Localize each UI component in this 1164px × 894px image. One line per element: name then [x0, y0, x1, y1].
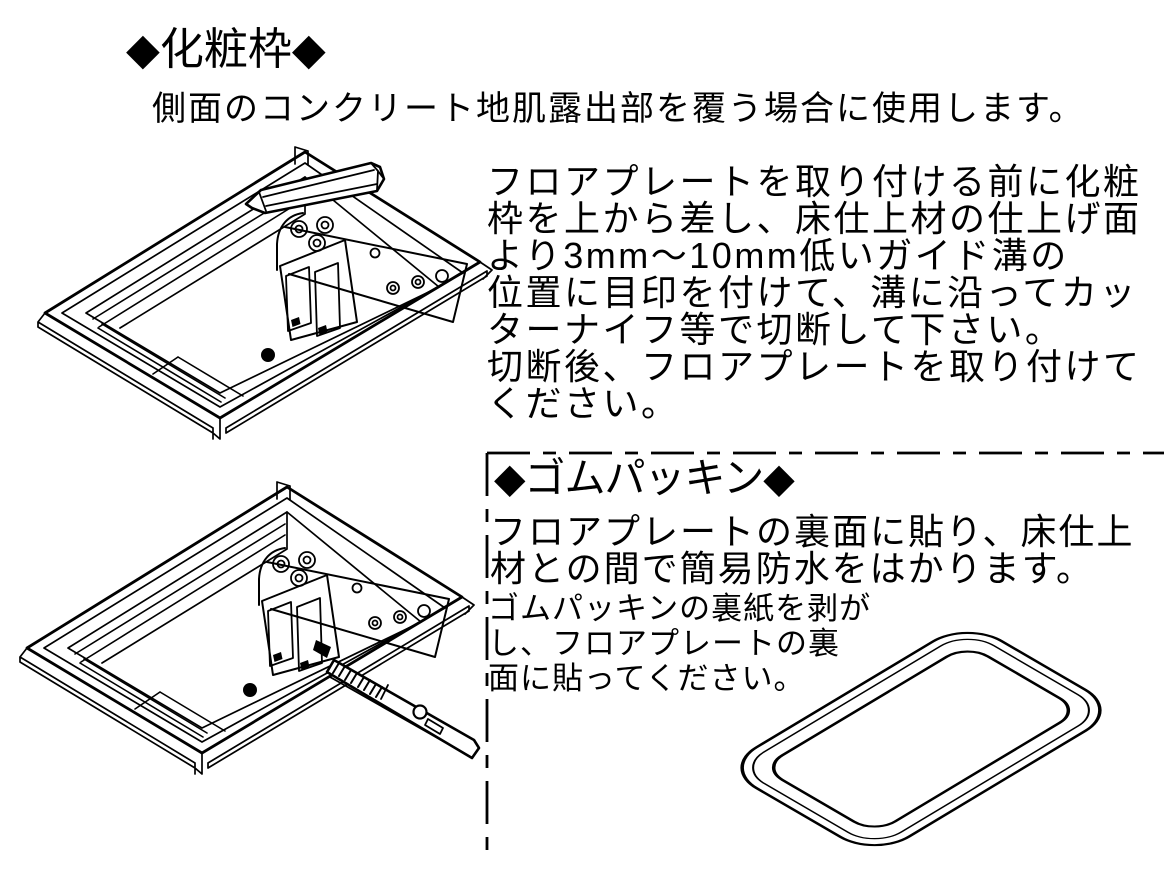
marker-pen-icon — [244, 161, 386, 215]
kesho-section-body: フロアプレートを取り付ける前に化粧 枠を上から差し、床仕上材の仕上げ面 より3m… — [487, 161, 1142, 424]
gomu-section-note: ゴムパッキンの裏紙を剥が し、フロアプレートの裏 面に貼ってください。 — [488, 591, 872, 696]
gomu-section-heading: ◆ゴムパッキン◆ — [494, 455, 795, 501]
rubber-gasket-illustration — [740, 631, 1102, 847]
floor-box-cutting-illustration — [18, 480, 481, 776]
gomu-section-body: フロアプレートの裏面に貼り、床仕上 材との間で簡易防水をはかります。 — [490, 511, 1135, 589]
gomu-section-dashed-border — [485, 451, 1164, 858]
floor-box-marking-illustration — [36, 145, 494, 441]
cutter-knife-icon — [313, 640, 481, 760]
kesho-section-heading: ◆化粧枠◆ — [126, 25, 326, 74]
kesho-section-subtitle: 側面のコンクリート地肌露出部を覆う場合に使用します。 — [152, 90, 1085, 128]
